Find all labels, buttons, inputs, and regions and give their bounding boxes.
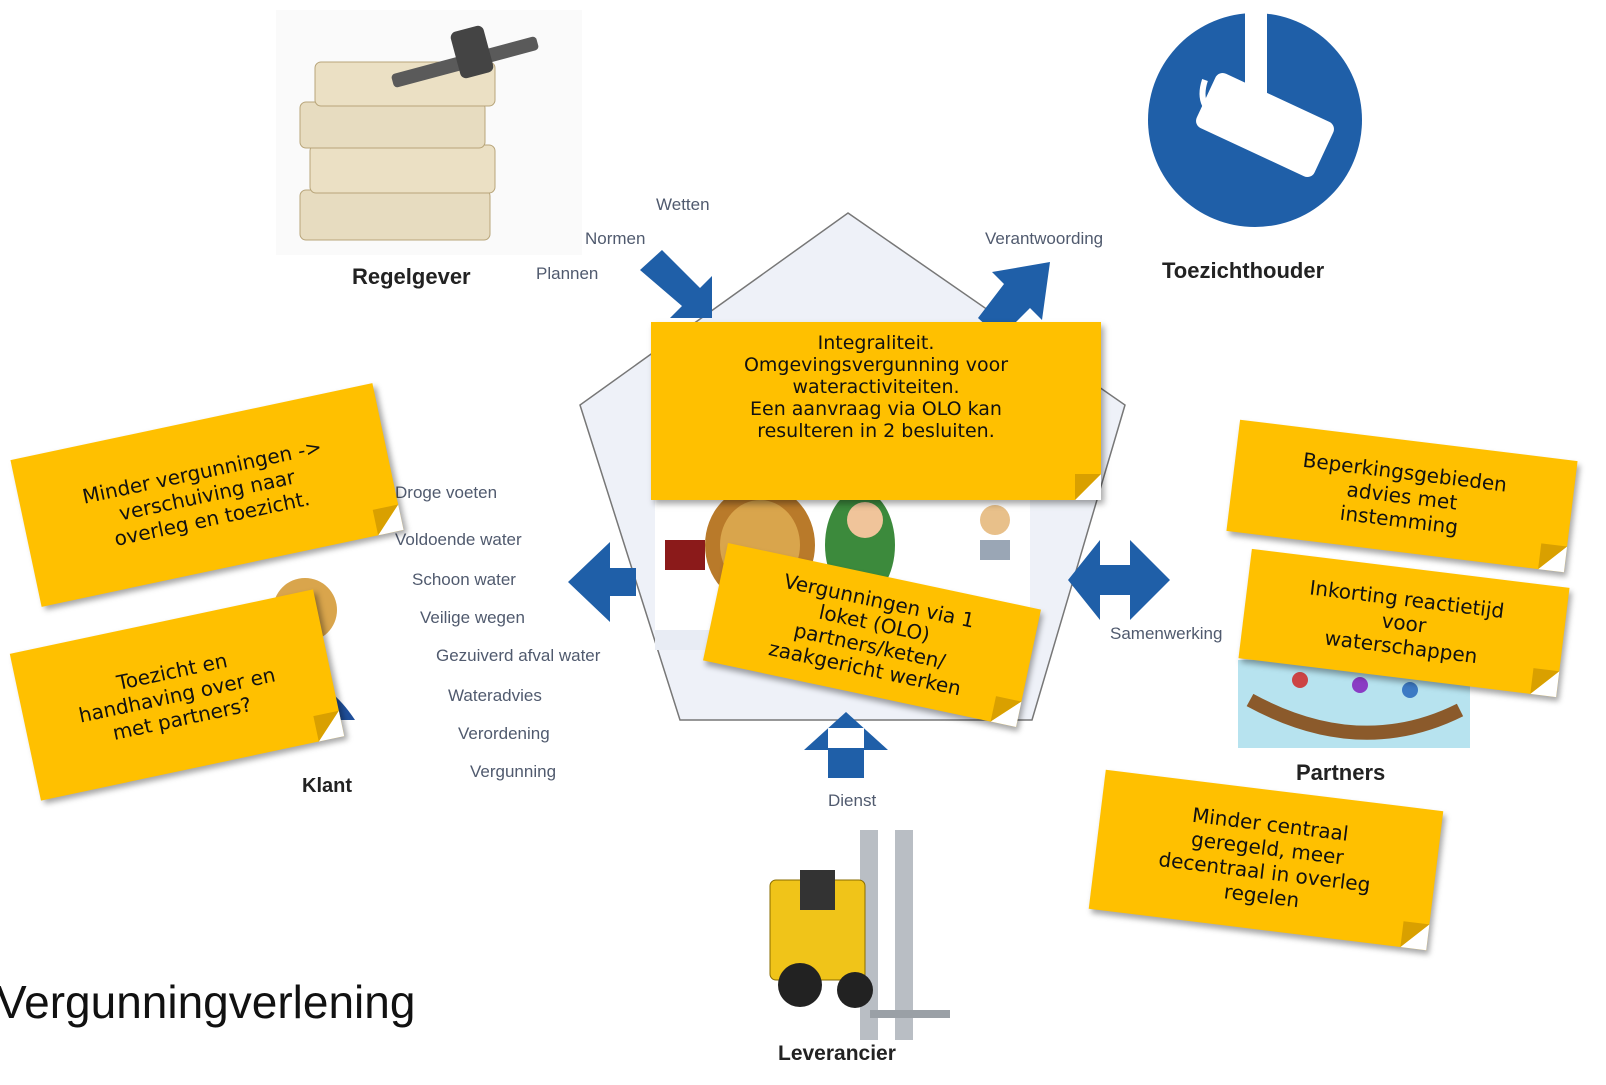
label-normen: Normen <box>585 229 646 248</box>
service-item: Voldoende water <box>395 530 522 549</box>
arrow-regelgever <box>640 250 712 318</box>
note-integraliteit: Integraliteit. Omgevingsvergunning voor … <box>651 322 1101 500</box>
label-samenwerking: Samenwerking <box>1110 624 1223 643</box>
forklift-illustration <box>769 830 950 1040</box>
arrow-klant <box>568 542 636 622</box>
arrow-toezichthouder <box>978 262 1050 338</box>
books-gavel-illustration <box>276 10 582 255</box>
label-klant: Klant <box>302 775 352 797</box>
arrow-leverancier <box>804 712 888 778</box>
service-item: Verordening <box>458 724 550 743</box>
label-dienst: Dienst <box>828 791 877 810</box>
service-item: Gezuiverd afval water <box>436 646 601 665</box>
label-wetten: Wetten <box>656 195 710 214</box>
label-toezichthouder: Toezichthouder <box>1162 258 1325 283</box>
label-plannen: Plannen <box>536 264 599 283</box>
service-item: Wateradvies <box>448 686 542 705</box>
label-leverancier: Leverancier <box>778 1042 896 1065</box>
label-verantwoording: Verantwoording <box>985 229 1104 248</box>
service-item: Droge voeten <box>395 483 498 502</box>
label-regelgever: Regelgever <box>352 264 471 289</box>
label-partners: Partners <box>1296 760 1386 785</box>
page-title: Vergunningverlening <box>0 976 416 1028</box>
service-item: Schoon water <box>412 570 516 589</box>
service-item: Vergunning <box>470 762 557 781</box>
service-item: Veilige wegen <box>420 608 525 627</box>
camera-sign-illustration <box>1148 13 1362 227</box>
arrow-partners <box>1068 540 1170 620</box>
